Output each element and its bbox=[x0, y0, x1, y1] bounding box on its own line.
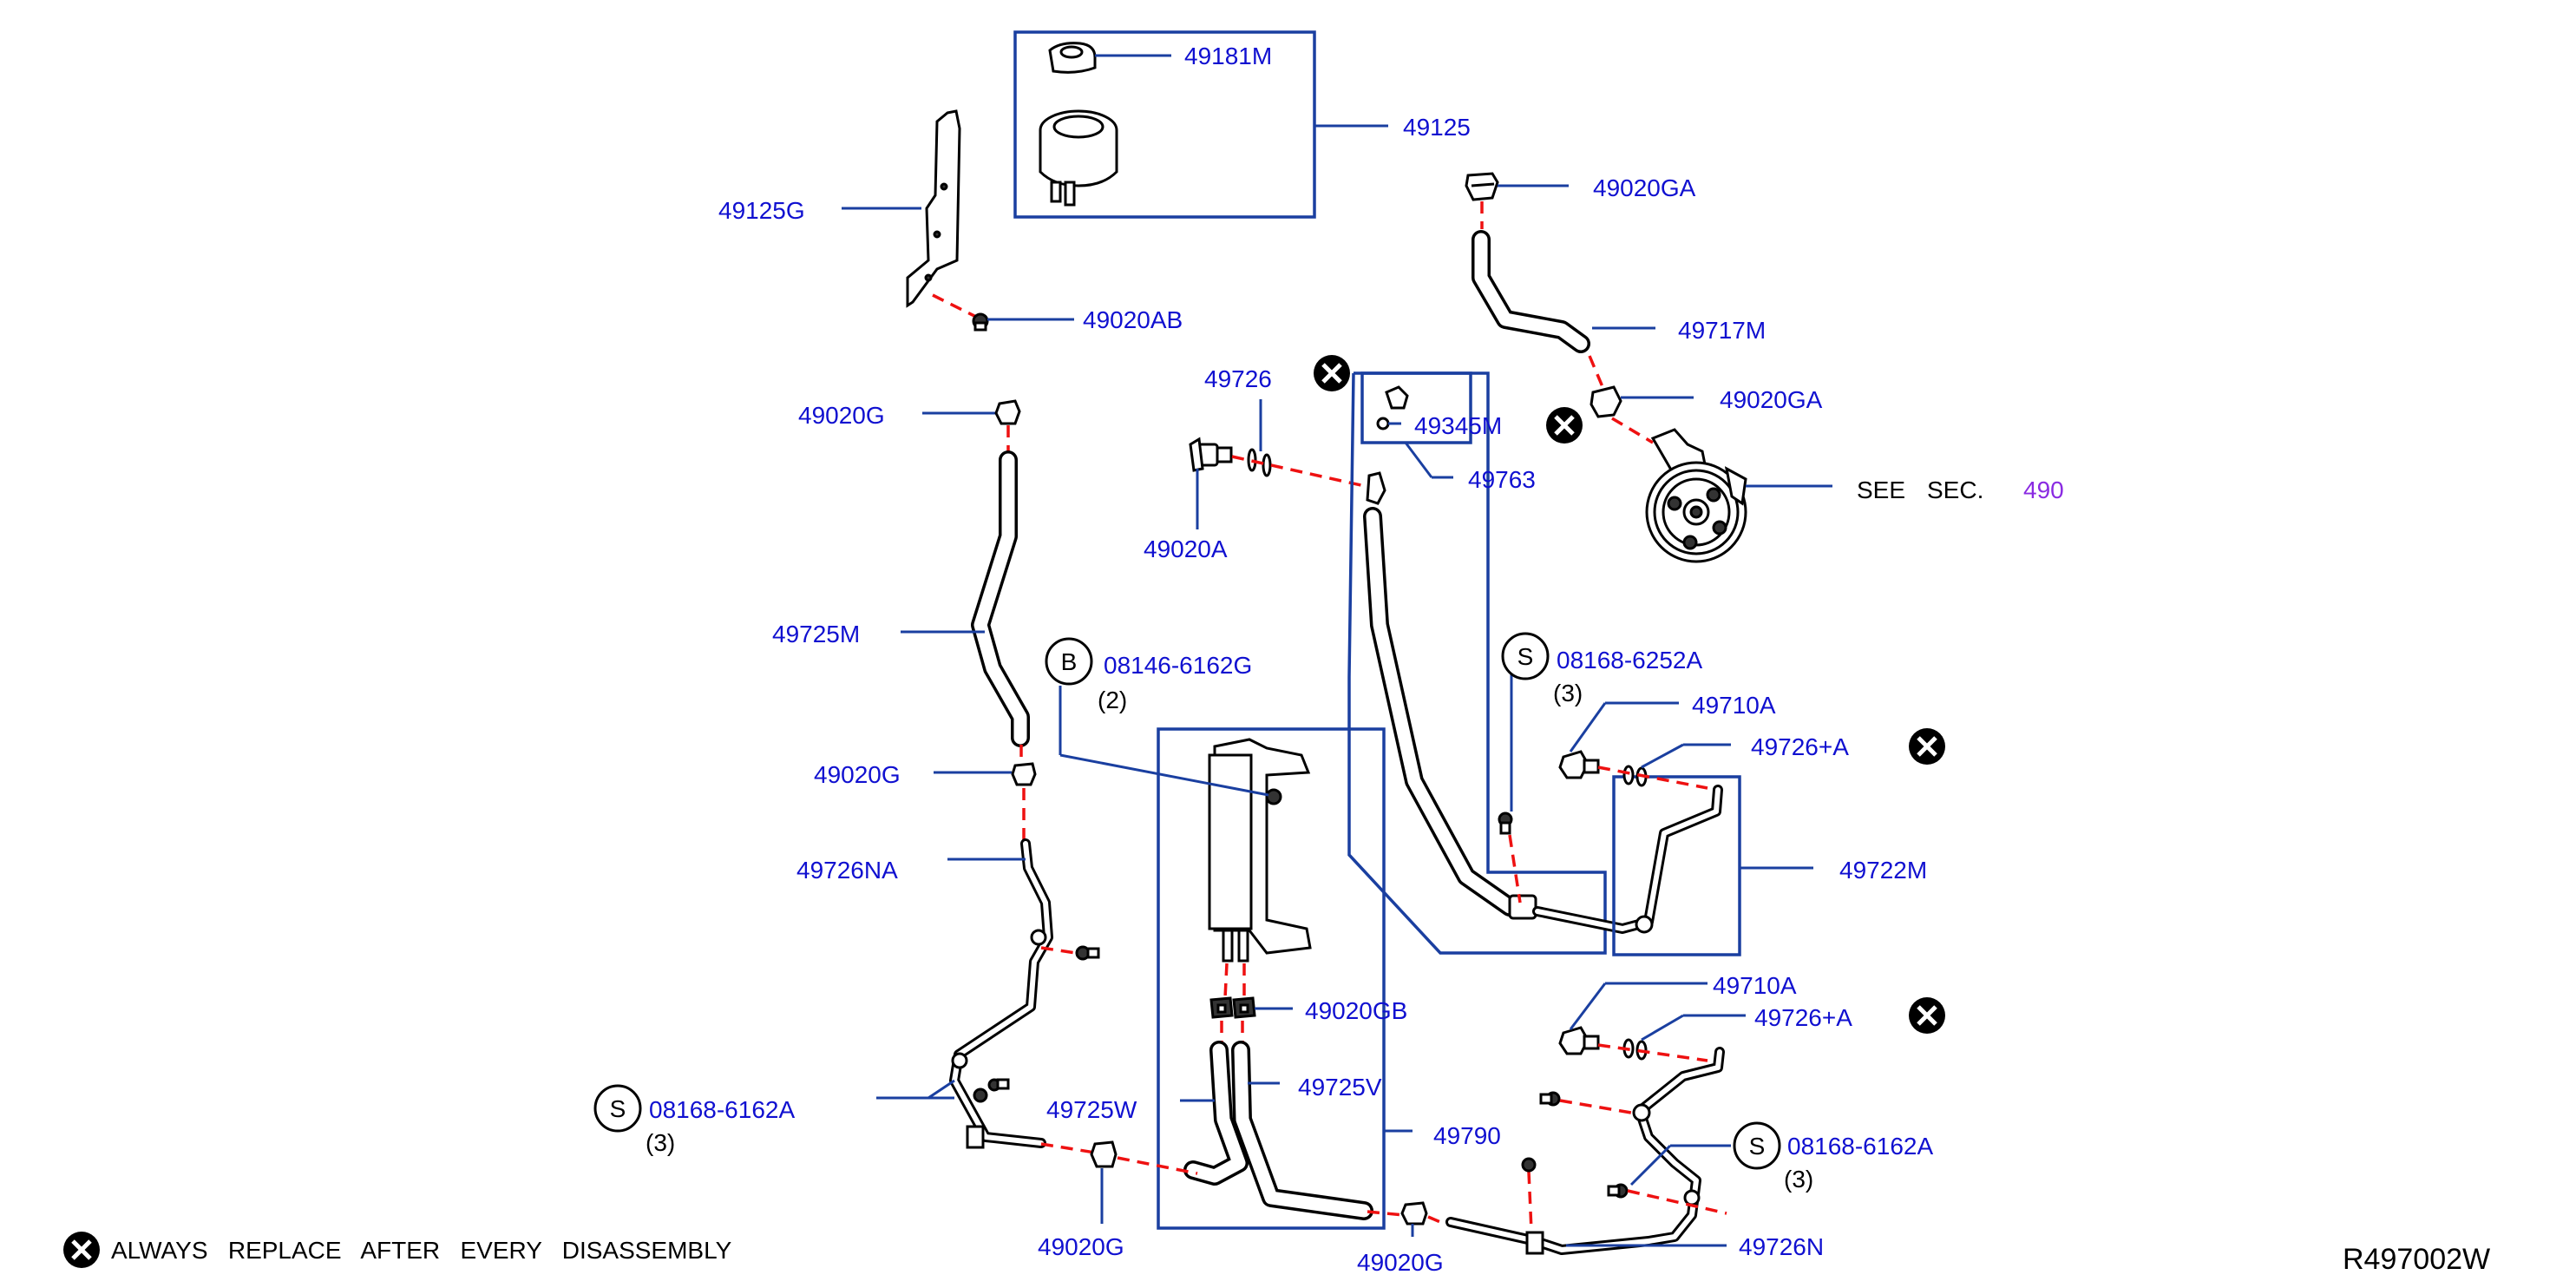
bolt-08168-6252a-icon bbox=[1498, 812, 1513, 835]
hose-49763-outline bbox=[1347, 371, 1607, 955]
sec-label: SEC. bbox=[1927, 476, 1983, 503]
bolt-lower-mid-icon bbox=[1521, 1157, 1537, 1173]
label-08146-6162g: 08146-6162G bbox=[1104, 652, 1252, 679]
clamp-49020g-mid-icon bbox=[1011, 762, 1037, 786]
svg-text:B: B bbox=[1061, 648, 1078, 675]
connector-49020a-icon bbox=[1189, 437, 1233, 472]
clamp-49020g-top-icon bbox=[994, 399, 1021, 425]
bolt-lower-right-b-icon bbox=[1607, 1183, 1629, 1199]
label-49020g-top: 49020G bbox=[798, 402, 885, 429]
hose-49725w-icon bbox=[1183, 1041, 1249, 1186]
label-49726: 49726 bbox=[1204, 365, 1272, 392]
circle-letter-s: S bbox=[1733, 1121, 1781, 1170]
bolt-left-lower-icon bbox=[973, 1078, 1010, 1103]
bolt-49020ab-icon bbox=[972, 312, 989, 332]
circle-letter-s: S bbox=[1501, 632, 1550, 680]
label-49790: 49790 bbox=[1433, 1122, 1501, 1149]
clamp-49020gb-icon bbox=[1209, 996, 1256, 1019]
pipe-49726na-icon bbox=[949, 838, 1053, 1149]
clamp-49020g-bot-left-icon bbox=[1090, 1140, 1118, 1168]
qty-08168-6252a: (3) bbox=[1553, 680, 1583, 706]
svg-text:S: S bbox=[1749, 1133, 1766, 1160]
label-49763: 49763 bbox=[1468, 466, 1536, 493]
label-49710a-top: 49710A bbox=[1692, 692, 1776, 719]
clamp-49020g-bot-mid-icon bbox=[1400, 1201, 1428, 1226]
label-49345m: 49345M bbox=[1414, 412, 1502, 439]
label-49020ga-top: 49020GA bbox=[1593, 174, 1696, 201]
label-49125: 49125 bbox=[1403, 114, 1471, 141]
label-08168-6162a-right: 08168-6162A bbox=[1787, 1133, 1933, 1160]
bolt-lower-right-a-icon bbox=[1539, 1091, 1561, 1107]
label-49020ab: 49020AB bbox=[1083, 306, 1183, 333]
label-49725v: 49725V bbox=[1298, 1074, 1382, 1101]
bracket-49125g-icon bbox=[842, 109, 1074, 332]
label-49710a-bot: 49710A bbox=[1713, 972, 1797, 999]
label-49725w: 49725W bbox=[1046, 1096, 1137, 1123]
flare-nut-49710a-top-icon bbox=[1558, 750, 1600, 779]
flare-nut-49710a-bot-icon bbox=[1558, 1026, 1600, 1055]
label-49020ga-mid: 49020GA bbox=[1720, 386, 1823, 413]
replace-marker-icon bbox=[1314, 355, 1350, 391]
clamp-49020ga-top-icon bbox=[1465, 172, 1499, 201]
reservoir-tank-icon bbox=[1039, 109, 1118, 207]
svg-text:S: S bbox=[610, 1095, 626, 1122]
qty-08168-6162a-right: (3) bbox=[1784, 1166, 1813, 1193]
replace-marker-icon bbox=[1909, 728, 1945, 765]
label-49020g-mid: 49020G bbox=[814, 761, 901, 788]
label-49722m: 49722M bbox=[1839, 857, 1927, 884]
x-circle-icon bbox=[63, 1232, 100, 1268]
label-49020g-bot-left: 49020G bbox=[1038, 1233, 1124, 1260]
power-steering-pump-icon bbox=[1645, 428, 1747, 563]
reservoir-group bbox=[1013, 30, 1388, 219]
label-08168-6252a: 08168-6252A bbox=[1557, 647, 1702, 674]
svg-text:S: S bbox=[1517, 643, 1534, 670]
circle-letter-s: S bbox=[593, 1084, 642, 1133]
section-link-490[interactable]: 490 bbox=[2023, 476, 2064, 503]
label-49020a: 49020A bbox=[1144, 536, 1228, 562]
see-label: SEE bbox=[1857, 476, 1905, 503]
qty-08168-6162a-left: (3) bbox=[646, 1129, 675, 1156]
pipe-49726n-icon bbox=[1445, 1047, 1725, 1255]
replace-marker-icon bbox=[1546, 407, 1583, 444]
bolt-left-upper-icon bbox=[1075, 945, 1100, 961]
label-49725m: 49725M bbox=[772, 621, 860, 647]
hose-49725m-group bbox=[901, 399, 1037, 840]
qty-08146-6162g: (2) bbox=[1098, 687, 1127, 713]
legend-text: ALWAYS REPLACE AFTER EVERY DISASSEMBLY bbox=[111, 1237, 732, 1264]
label-49181m: 49181M bbox=[1184, 43, 1272, 69]
label-49020gb: 49020GB bbox=[1305, 997, 1407, 1024]
label-08168-6162a-left: 08168-6162A bbox=[649, 1096, 795, 1123]
label-49717m: 49717M bbox=[1678, 317, 1766, 344]
reference-code: R497002W bbox=[2343, 1243, 2490, 1276]
pipe-49722m-box bbox=[1612, 775, 1741, 956]
label-49125g: 49125G bbox=[718, 197, 805, 224]
replace-marker-icon bbox=[1909, 997, 1945, 1034]
label-49726a-bot: 49726+A bbox=[1754, 1004, 1852, 1031]
label-49726na: 49726NA bbox=[796, 857, 898, 884]
hose-49725v-icon bbox=[1231, 1041, 1373, 1220]
pipe-49722m-icon bbox=[1532, 785, 1723, 934]
circle-letter-b: B bbox=[1045, 637, 1093, 686]
oil-cooler-icon bbox=[1208, 738, 1312, 963]
cooler-assembly-box bbox=[1157, 727, 1386, 1230]
label-49020g-bot-mid: 49020G bbox=[1357, 1249, 1444, 1276]
label-49726n: 49726N bbox=[1739, 1233, 1824, 1260]
reservoir-cap-icon bbox=[1048, 42, 1097, 74]
clamp-49020ga-mid-icon bbox=[1590, 385, 1622, 418]
hose-49717m-group bbox=[1465, 172, 1694, 444]
label-49726a-top: 49726+A bbox=[1751, 733, 1849, 760]
legend: ALWAYS REPLACE AFTER EVERY DISASSEMBLY bbox=[63, 1232, 732, 1268]
seal-49345m-icon bbox=[1376, 385, 1409, 430]
